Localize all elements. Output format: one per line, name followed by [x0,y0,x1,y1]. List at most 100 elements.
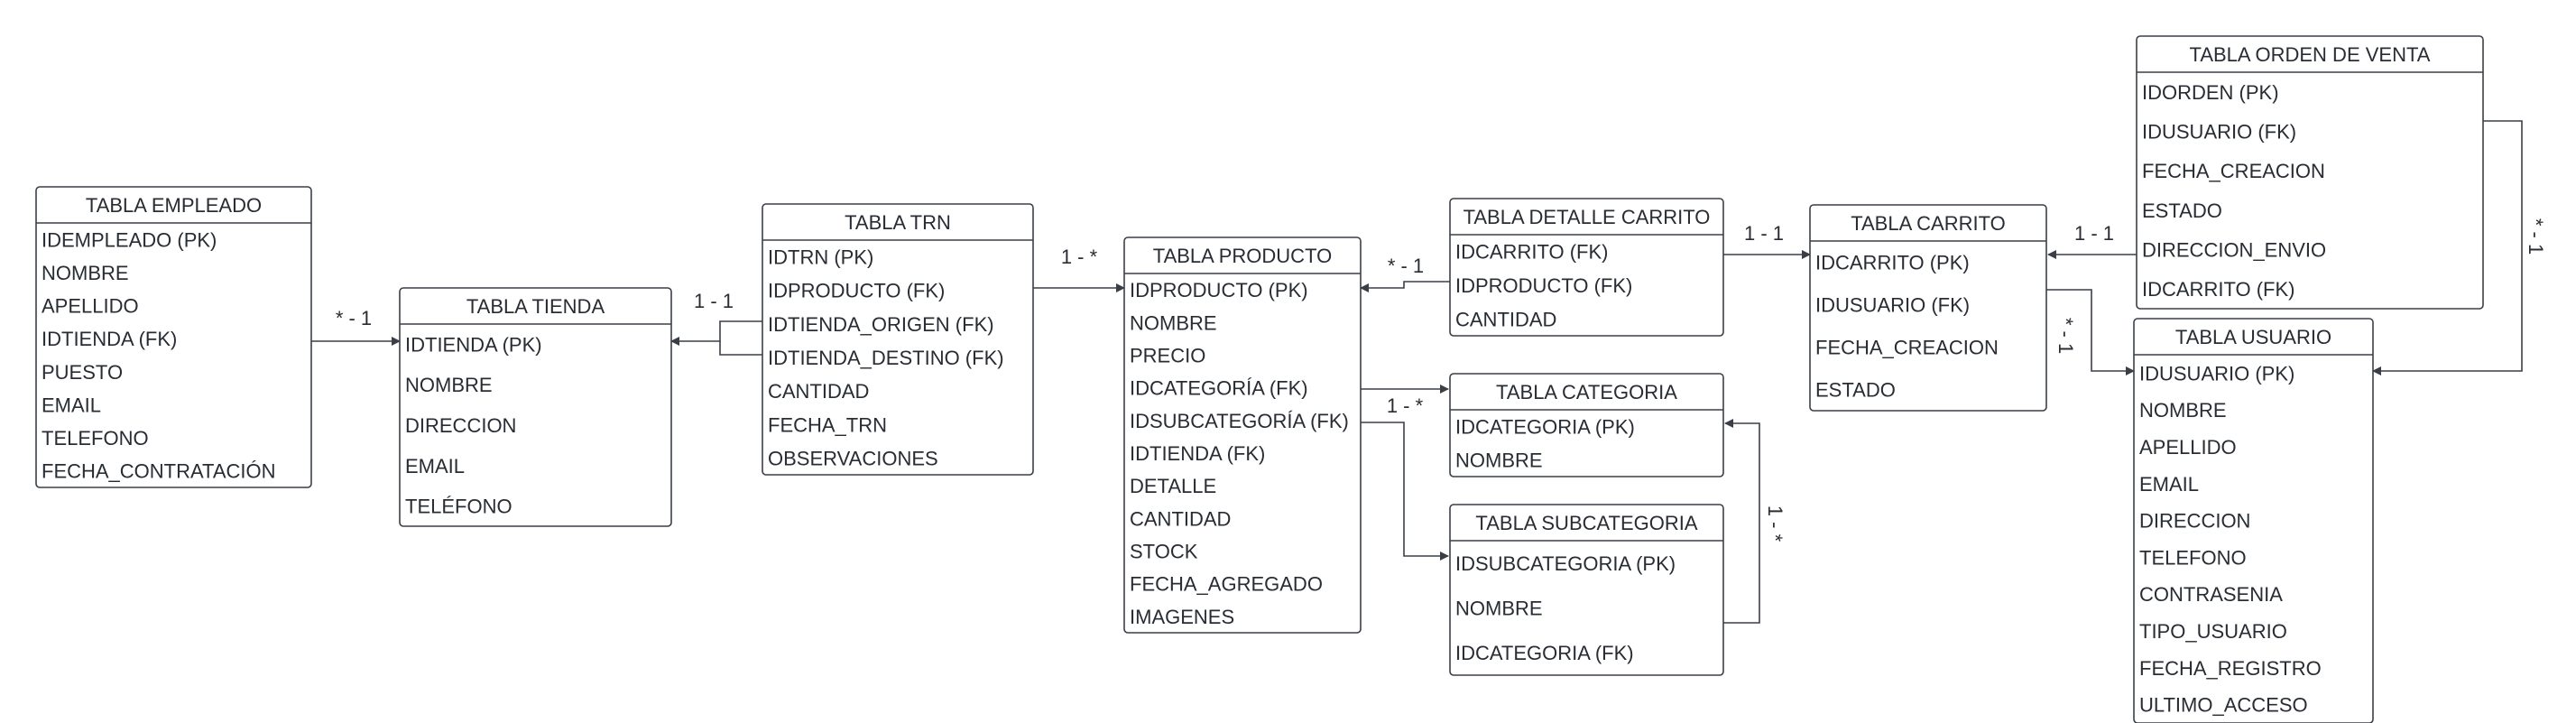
table-field: ULTIMO_ACCESO [2139,694,2308,717]
connectors [311,120,2523,624]
rel-orden-carrito: 1 - 1 [2074,222,2114,245]
table-box [1449,373,1724,477]
table-box [35,186,312,488]
table-field: IDSUBCATEGORÍA (FK) [1130,410,1349,432]
table-field: IDTIENDA (FK) [42,328,177,350]
connector-producto-subcategoria [1361,422,1449,561]
table-box [762,203,1034,476]
table-title: TABLA SUBCATEGORIA [1475,512,1697,534]
rel-empleado-tienda: * - 1 [336,307,372,329]
rel-orden-usuario: * - 1 [2525,218,2547,255]
table-field: IDTIENDA_DESTINO (FK) [768,347,1004,369]
connector-trn-destino-tienda [719,341,762,356]
table-orden-venta: TABLA ORDEN DE VENTA IDORDEN (PK) IDUSUARI… [2136,35,2484,310]
table-title: TABLA PRODUCTO [1153,245,1332,267]
table-box [2136,35,2484,310]
table-field: FECHA_TRN [768,413,887,436]
connector-trn-origen-tienda [670,320,762,346]
table-field: FECHA_CREACION [1815,337,1999,359]
table-field: TIPO_USUARIO [2139,620,2287,643]
table-field: IDCARRITO (FK) [2142,278,2294,301]
table-field: DIRECCION [2139,510,2250,533]
table-field: IDUSUARIO (FK) [1815,294,1970,317]
connector-orden-usuario [2372,120,2523,375]
table-title: TABLA ORDEN DE VENTA [2190,43,2431,66]
table-field: IDCATEGORÍA (FK) [1130,377,1308,400]
connector-subcategoria-categoria [1723,419,1760,624]
rel-trn-producto: 1 - * [1061,246,1098,268]
table-field: FECHA_CREACION [2142,160,2325,182]
table-field: DIRECCION [405,414,516,437]
table-field: CONTRASENIA [2139,583,2283,606]
table-box [1449,198,1724,337]
table-field: IDEMPLEADO (PK) [42,228,217,251]
table-field: IDCARRITO (PK) [1815,252,1970,274]
table-field: NOMBRE [1455,450,1543,472]
rel-detalle-carrito: 1 - 1 [1744,222,1784,245]
table-field: TELÉFONO [405,496,512,518]
table-detalle-carrito: TABLA DETALLE CARRITO IDCARRITO (FK) IDPRO… [1449,198,1724,337]
table-field: IDORDEN (PK) [2142,81,2279,104]
table-field: IDPRODUCTO (FK) [1455,274,1632,297]
table-trn: TABLA TRN IDTRN (PK) IDPRODUCTO (FK) IDTIEN… [762,203,1034,476]
table-field: NOMBRE [1455,598,1543,620]
table-field: IDCARRITO (FK) [1455,241,1608,264]
table-field: DIRECCION_ENVIO [2142,239,2326,262]
table-title: TABLA EMPLEADO [86,194,262,217]
connector-detalle-producto [1360,281,1450,292]
table-field: APELLIDO [42,295,139,318]
table-title: TABLA CARRITO [1851,212,2006,235]
table-title: TABLA USUARIO [2175,326,2331,348]
table-field: CANTIDAD [1130,507,1231,530]
table-field: IDPRODUCTO (FK) [768,280,945,302]
table-field: IDUSUARIO (FK) [2142,121,2296,144]
relationship-labels: * - 1 1 - 1 1 - * * - 1 1 - * 1 - * 1 - … [336,218,2547,542]
table-field: ESTADO [1815,379,1896,402]
table-field: FECHA_REGISTRO [2139,657,2322,680]
table-field: NOMBRE [42,262,129,284]
table-title: TABLA TIENDA [466,295,605,318]
table-field: PRECIO [1130,344,1205,366]
rel-trn-tienda: 1 - 1 [694,290,734,312]
table-field: ESTADO [2142,199,2222,222]
table-field: TELEFONO [42,427,149,450]
rel-producto-categoria: 1 - * [1387,394,1424,417]
table-field: IDUSUARIO (PK) [2139,362,2294,385]
table-field: IDCATEGORIA (PK) [1455,416,1635,439]
table-field: FECHA_CONTRATACIÓN [42,460,276,483]
table-box [1449,504,1724,676]
table-field: EMAIL [405,455,465,477]
table-empleado: TABLA EMPLEADO IDEMPLEADO (PK) NOMBRE APELL… [35,186,312,488]
table-field: IDCATEGORIA (FK) [1455,642,1634,664]
table-box [1809,204,2047,412]
table-categoria: TABLA CATEGORIA IDCATEGORIA (PK) NOMBRE [1449,373,1724,477]
table-subcategoria: TABLA SUBCATEGORIA IDSUBCATEGORIA (PK) NOM… [1449,504,1724,676]
table-field: DETALLE [1130,475,1216,497]
rel-categoria-subcategoria: 1 - * [1764,505,1787,542]
table-field: IDTIENDA (PK) [405,333,542,356]
table-field: CANTIDAD [1455,308,1556,330]
table-field: STOCK [1130,541,1198,563]
table-field: TELEFONO [2139,546,2247,569]
table-field: IDSUBCATEGORIA (PK) [1455,552,1676,575]
connector-carrito-usuario [2046,289,2135,375]
table-field: NOMBRE [2139,399,2227,422]
tables: TABLA EMPLEADO IDEMPLEADO (PK) NOMBRE APELL… [35,35,2484,723]
table-title: TABLA DETALLE CARRITO [1463,206,1711,228]
table-field: OBSERVACIONES [768,447,938,469]
rel-carrito-usuario: * - 1 [2054,318,2077,354]
table-field: EMAIL [42,394,101,416]
table-field: NOMBRE [405,374,493,396]
table-field: IDTIENDA_ORIGEN (FK) [768,313,994,336]
table-field: NOMBRE [1130,311,1217,334]
table-title: TABLA CATEGORIA [1496,381,1677,403]
table-field: IMAGENES [1130,606,1234,628]
table-field: IDTRN (PK) [768,246,873,269]
table-producto: TABLA PRODUCTO IDPRODUCTO (PK) NOMBRE PRECI… [1123,236,1362,634]
table-field: IDPRODUCTO (PK) [1130,279,1308,301]
table-field: PUESTO [42,361,123,384]
table-title: TABLA TRN [845,211,951,234]
table-box [2133,318,2374,723]
